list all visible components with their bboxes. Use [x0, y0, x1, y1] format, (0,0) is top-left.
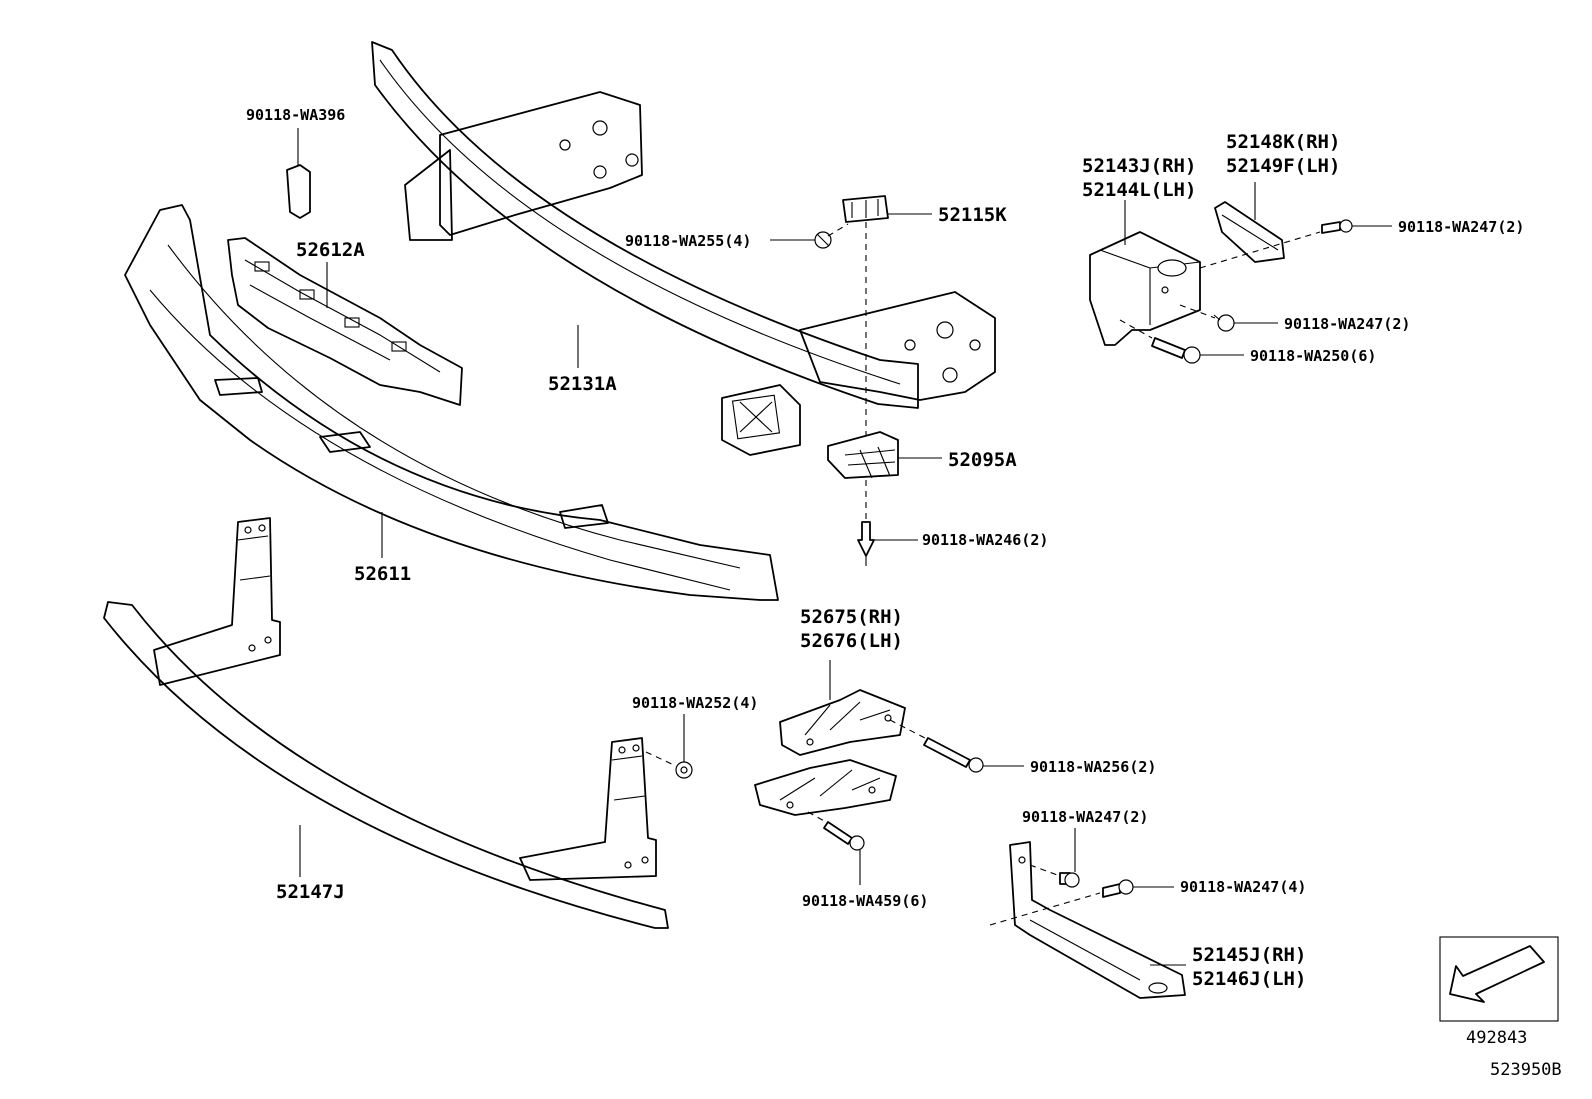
part-52115k-clip[interactable] [842, 195, 889, 223]
label-90118-wa247-d: 90118-WA247(4) [1180, 878, 1306, 896]
bolt-90118-wa255[interactable] [814, 231, 832, 249]
arrow-icon [1449, 945, 1545, 1003]
part-52143j-bracket[interactable] [1089, 231, 1201, 346]
label-52115k: 52115K [938, 204, 1007, 226]
label-52148k: 52148K(RH) [1226, 131, 1340, 153]
part-52095a-pad[interactable] [827, 431, 899, 479]
bolt-90118-wa247-b[interactable] [1213, 314, 1235, 332]
bolt-90118-wa459[interactable] [823, 821, 865, 851]
label-52675: 52675(RH) [800, 606, 903, 628]
part-52148k-bracket[interactable] [1214, 201, 1285, 263]
part-90118-wa396-plate[interactable] [286, 164, 311, 219]
label-90118-wa247-a: 90118-WA247(2) [1398, 218, 1524, 236]
label-52611: 52611 [354, 563, 411, 585]
reference-number: 492843 [1466, 1028, 1527, 1048]
front-indicator [1439, 936, 1559, 1022]
label-90118-wa250: 90118-WA250(6) [1250, 347, 1376, 365]
label-90118-wa256: 90118-WA256(2) [1030, 758, 1156, 776]
label-90118-wa255: 90118-WA255(4) [625, 232, 751, 250]
bolt-90118-wa250[interactable] [1151, 337, 1201, 364]
diagram-id: 523950B [1490, 1060, 1562, 1080]
bolt-90118-wa256[interactable] [923, 737, 984, 773]
leader-lines [297, 128, 1392, 966]
label-90118-wa246: 90118-WA246(2) [922, 531, 1048, 549]
part-52131a-reinforcement[interactable] [371, 41, 996, 456]
alignment-lines [645, 222, 1321, 926]
label-90118-wa247-c: 90118-WA247(2) [1022, 808, 1148, 826]
label-52131a: 52131A [548, 373, 617, 395]
part-52675-bracket[interactable] [754, 689, 906, 816]
label-52147j: 52147J [276, 881, 345, 903]
label-52612a: 52612A [296, 239, 365, 261]
nut-90118-wa252[interactable] [675, 761, 693, 779]
label-52149f: 52149F(LH) [1226, 155, 1340, 177]
part-52612a-absorber[interactable] [227, 237, 463, 406]
label-52145j: 52145J(RH) [1192, 944, 1306, 966]
bolt-90118-wa247-c[interactable] [1059, 872, 1080, 888]
part-52611-front-absorber[interactable] [124, 204, 779, 601]
label-90118-wa252: 90118-WA252(4) [632, 694, 758, 712]
part-52145j-bracket[interactable] [1009, 841, 1186, 999]
label-90118-wa396: 90118-WA396 [246, 106, 345, 124]
rivet-90118-wa246[interactable] [857, 521, 875, 566]
label-90118-wa247-b: 90118-WA247(2) [1284, 315, 1410, 333]
label-52143j: 52143J(RH) [1082, 155, 1196, 177]
label-52146j: 52146J(LH) [1192, 968, 1306, 990]
label-52095a: 52095A [948, 449, 1017, 471]
bolt-90118-wa247-d[interactable] [1102, 879, 1134, 898]
bolt-90118-wa247-a[interactable] [1321, 219, 1353, 234]
part-52147j-lower-support[interactable] [103, 517, 669, 929]
label-52676: 52676(LH) [800, 630, 903, 652]
part-labels: 90118-WA396 52612A 52131A 52611 52147J 5… [246, 106, 1524, 990]
label-52144l: 52144L(LH) [1082, 179, 1196, 201]
label-90118-wa459: 90118-WA459(6) [802, 892, 928, 910]
